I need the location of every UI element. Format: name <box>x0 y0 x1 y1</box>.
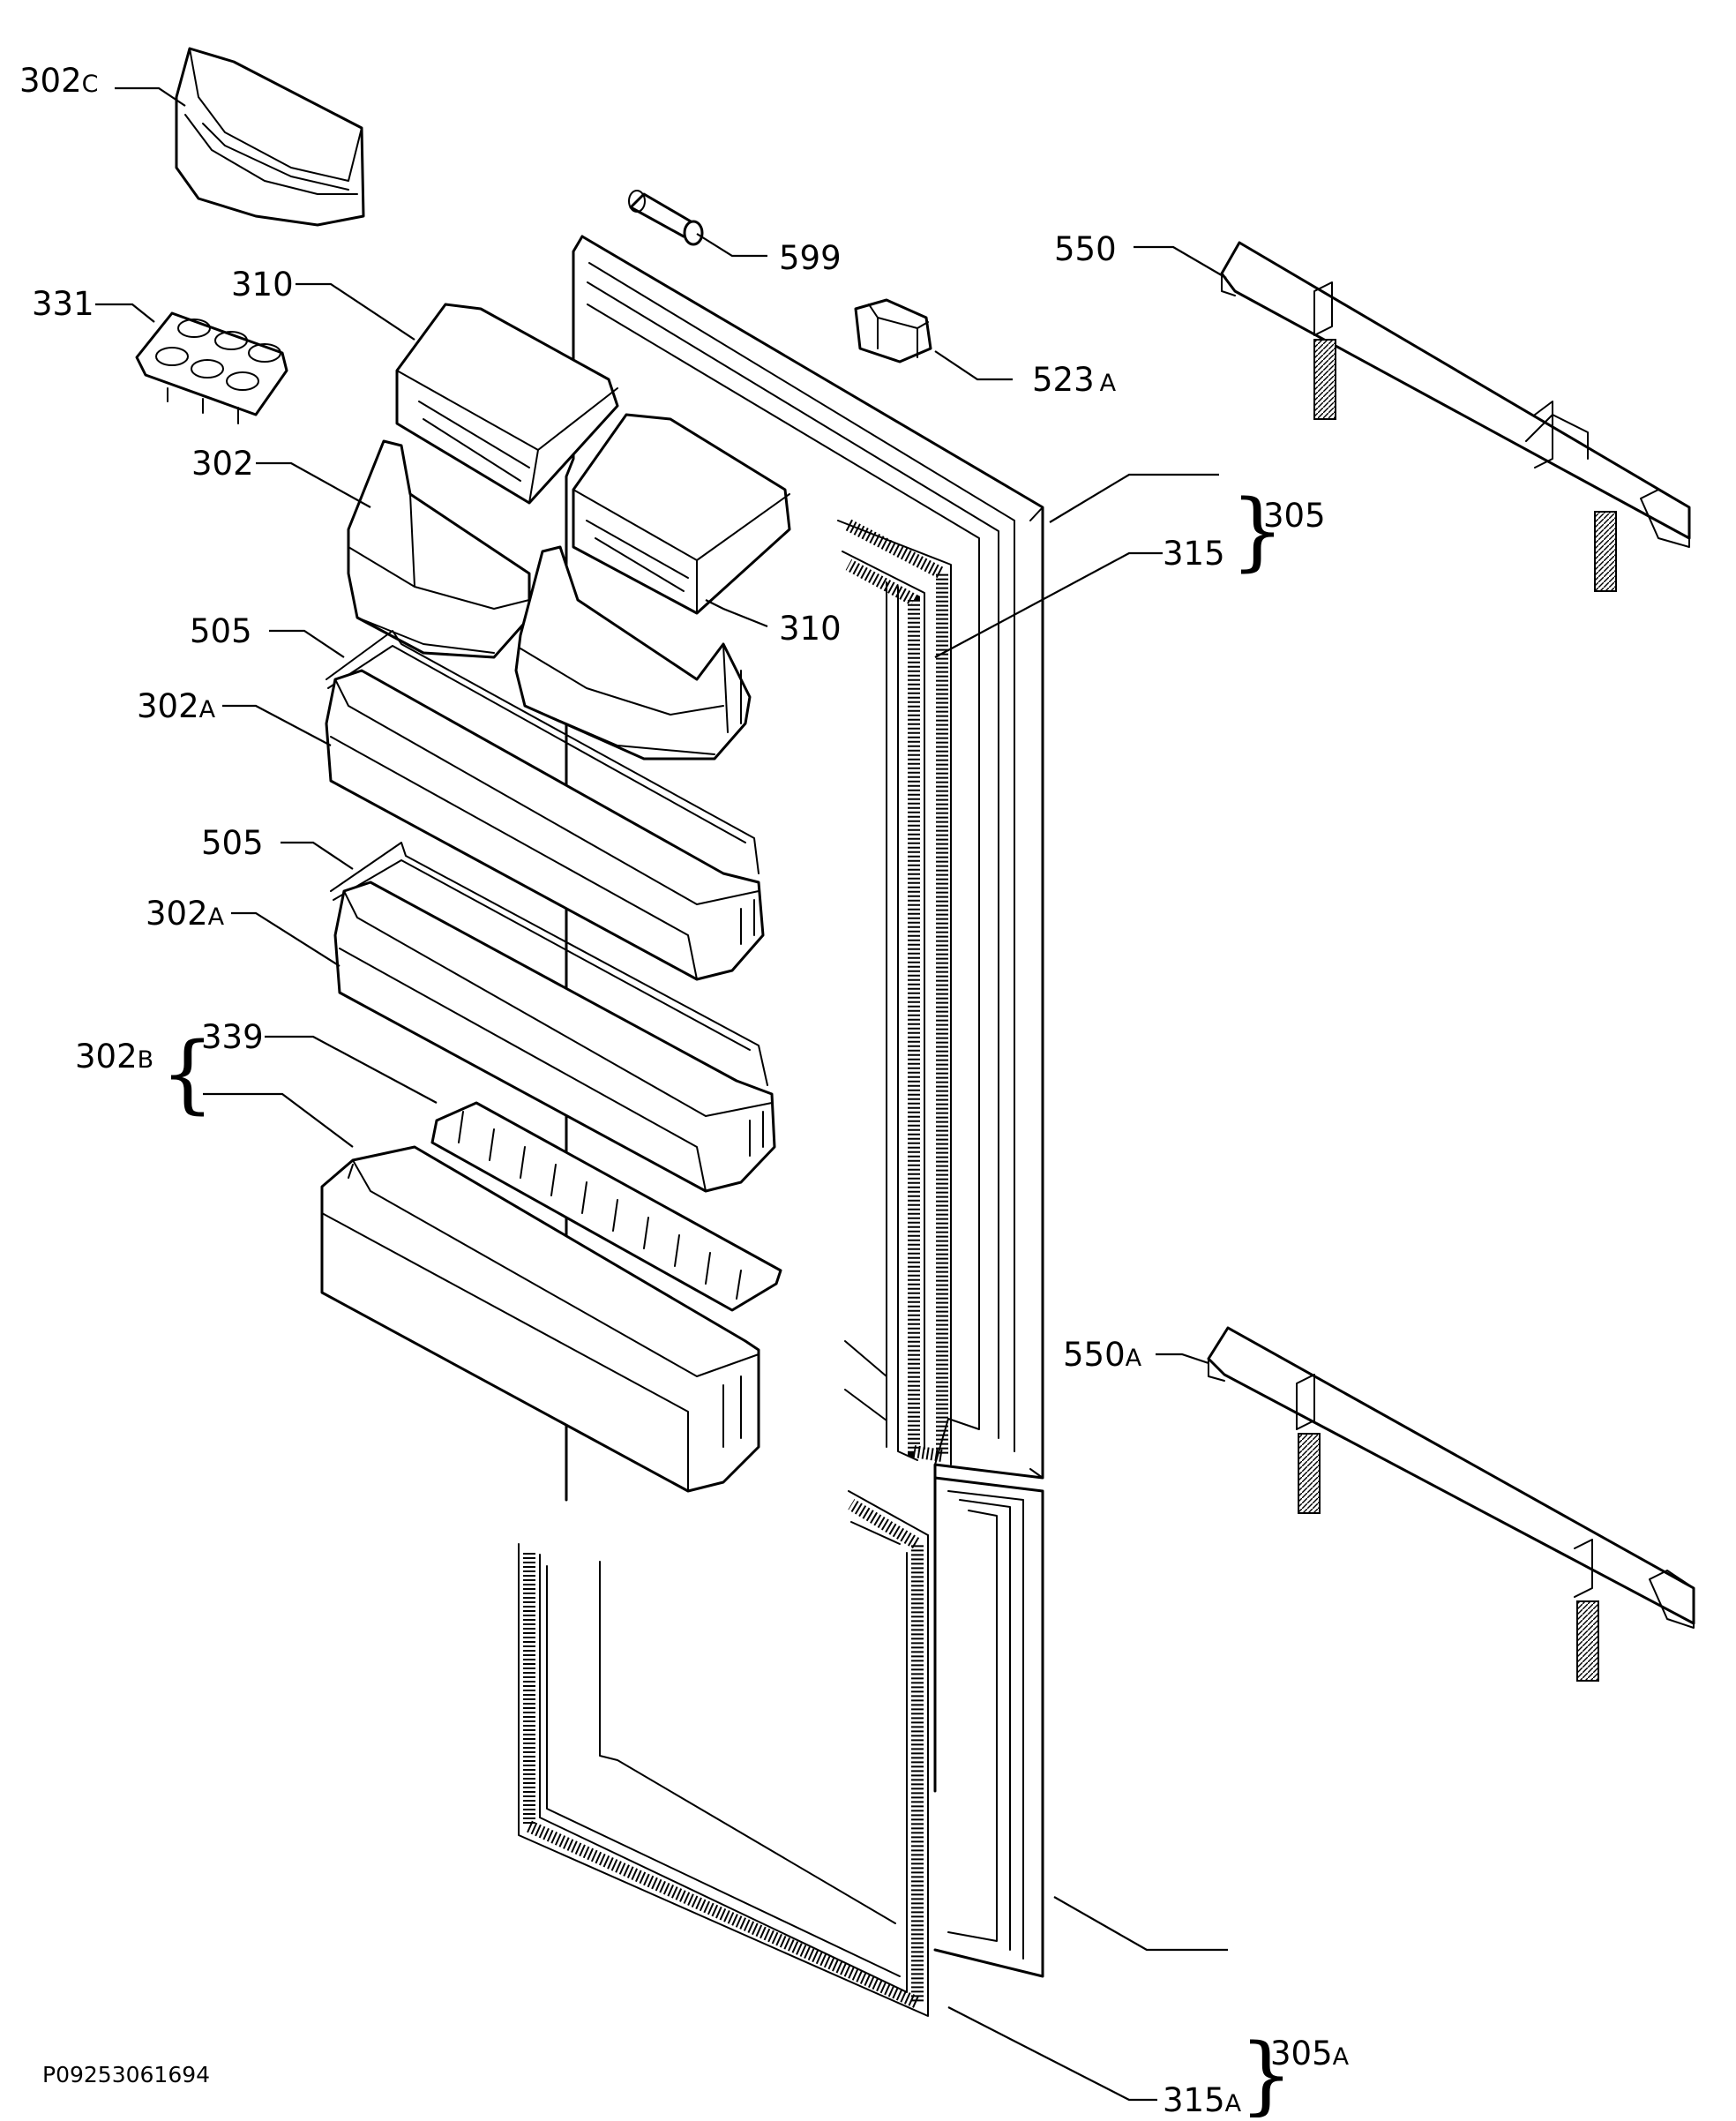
drawing-code: P09253061694 <box>42 2062 210 2087</box>
label-331: 331 <box>32 285 94 323</box>
handle-550 <box>1220 241 1691 592</box>
label-305a: 305A <box>1270 2035 1350 2072</box>
label-302b: 302B <box>75 1038 153 1075</box>
part-331-egg-tray <box>135 311 288 424</box>
leader-lines <box>95 86 1228 2102</box>
label-302a-upper: 302A <box>137 687 216 725</box>
label-315a: 315A <box>1163 2081 1242 2117</box>
label-339: 339 <box>201 1018 264 1056</box>
part-302c-tray <box>175 47 365 227</box>
brace-302b: { <box>161 1024 214 1123</box>
part-523a-clip <box>854 298 932 363</box>
lower-door-305a <box>518 1476 1044 2017</box>
label-310-top: 310 <box>231 266 294 304</box>
brace-305: } <box>1231 482 1284 581</box>
part-302a-bin-upper <box>325 669 765 981</box>
label-599: 599 <box>779 239 842 277</box>
part-302-tray-right <box>514 545 752 761</box>
label-302: 302 <box>191 445 254 483</box>
label-305: 305 <box>1263 497 1326 535</box>
part-599-pin <box>628 190 704 246</box>
label-505-lower: 505 <box>201 824 264 862</box>
brace-305a: } <box>1239 2026 1293 2117</box>
part-339-comb <box>430 1101 782 1312</box>
label-302a-lower: 302A <box>146 895 225 933</box>
upper-door-305 <box>565 235 1044 1793</box>
part-302b-bin <box>320 1145 760 1493</box>
label-550: 550 <box>1054 230 1117 268</box>
label-302c: 302C <box>19 62 98 100</box>
part-302a-bin-lower <box>333 881 776 1193</box>
handle-550a <box>1207 1326 1695 1682</box>
label-505-upper: 505 <box>190 612 252 650</box>
label-315: 315 <box>1163 535 1225 573</box>
label-550a: 550A <box>1063 1336 1142 1374</box>
label-310-mid: 310 <box>779 610 842 648</box>
part-310-cover-mid <box>572 413 791 615</box>
part-310-cover-top <box>395 303 619 505</box>
